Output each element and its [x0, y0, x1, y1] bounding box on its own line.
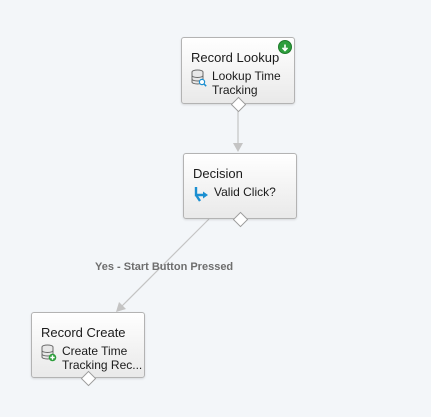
node-title: Record Create: [41, 325, 126, 340]
connector-label-yes-start[interactable]: Yes - Start Button Pressed: [95, 261, 234, 273]
arrowhead-icon: [116, 302, 126, 312]
connector-port[interactable]: [80, 370, 97, 387]
node-label-line-1: Lookup Time: [212, 69, 281, 83]
node-label-line-2: Tracking Rec...: [62, 358, 143, 372]
node-label-line-1: Create Time: [62, 344, 128, 358]
connector-port[interactable]: [232, 211, 249, 228]
database-add-icon: [41, 344, 57, 362]
start-arrow-icon: [278, 40, 292, 54]
node-label-line-2: Tracking: [212, 83, 258, 97]
node-label-line-1: Valid Click?: [214, 185, 276, 199]
node-decision[interactable]: Decision Valid Click?: [183, 153, 297, 228]
node-title: Record Lookup: [191, 50, 280, 65]
connector-port[interactable]: [230, 96, 247, 113]
node-record-lookup[interactable]: Record Lookup Lookup Time Tracking: [181, 37, 295, 113]
database-search-icon: [191, 69, 207, 87]
decision-split-icon: [193, 185, 209, 203]
connector-lookup-to-decision[interactable]: [233, 110, 243, 152]
node-title: Decision: [193, 166, 243, 181]
node-record-create[interactable]: Record Create Create Time Tracking Rec..…: [31, 312, 145, 387]
arrowhead-icon: [233, 143, 243, 152]
